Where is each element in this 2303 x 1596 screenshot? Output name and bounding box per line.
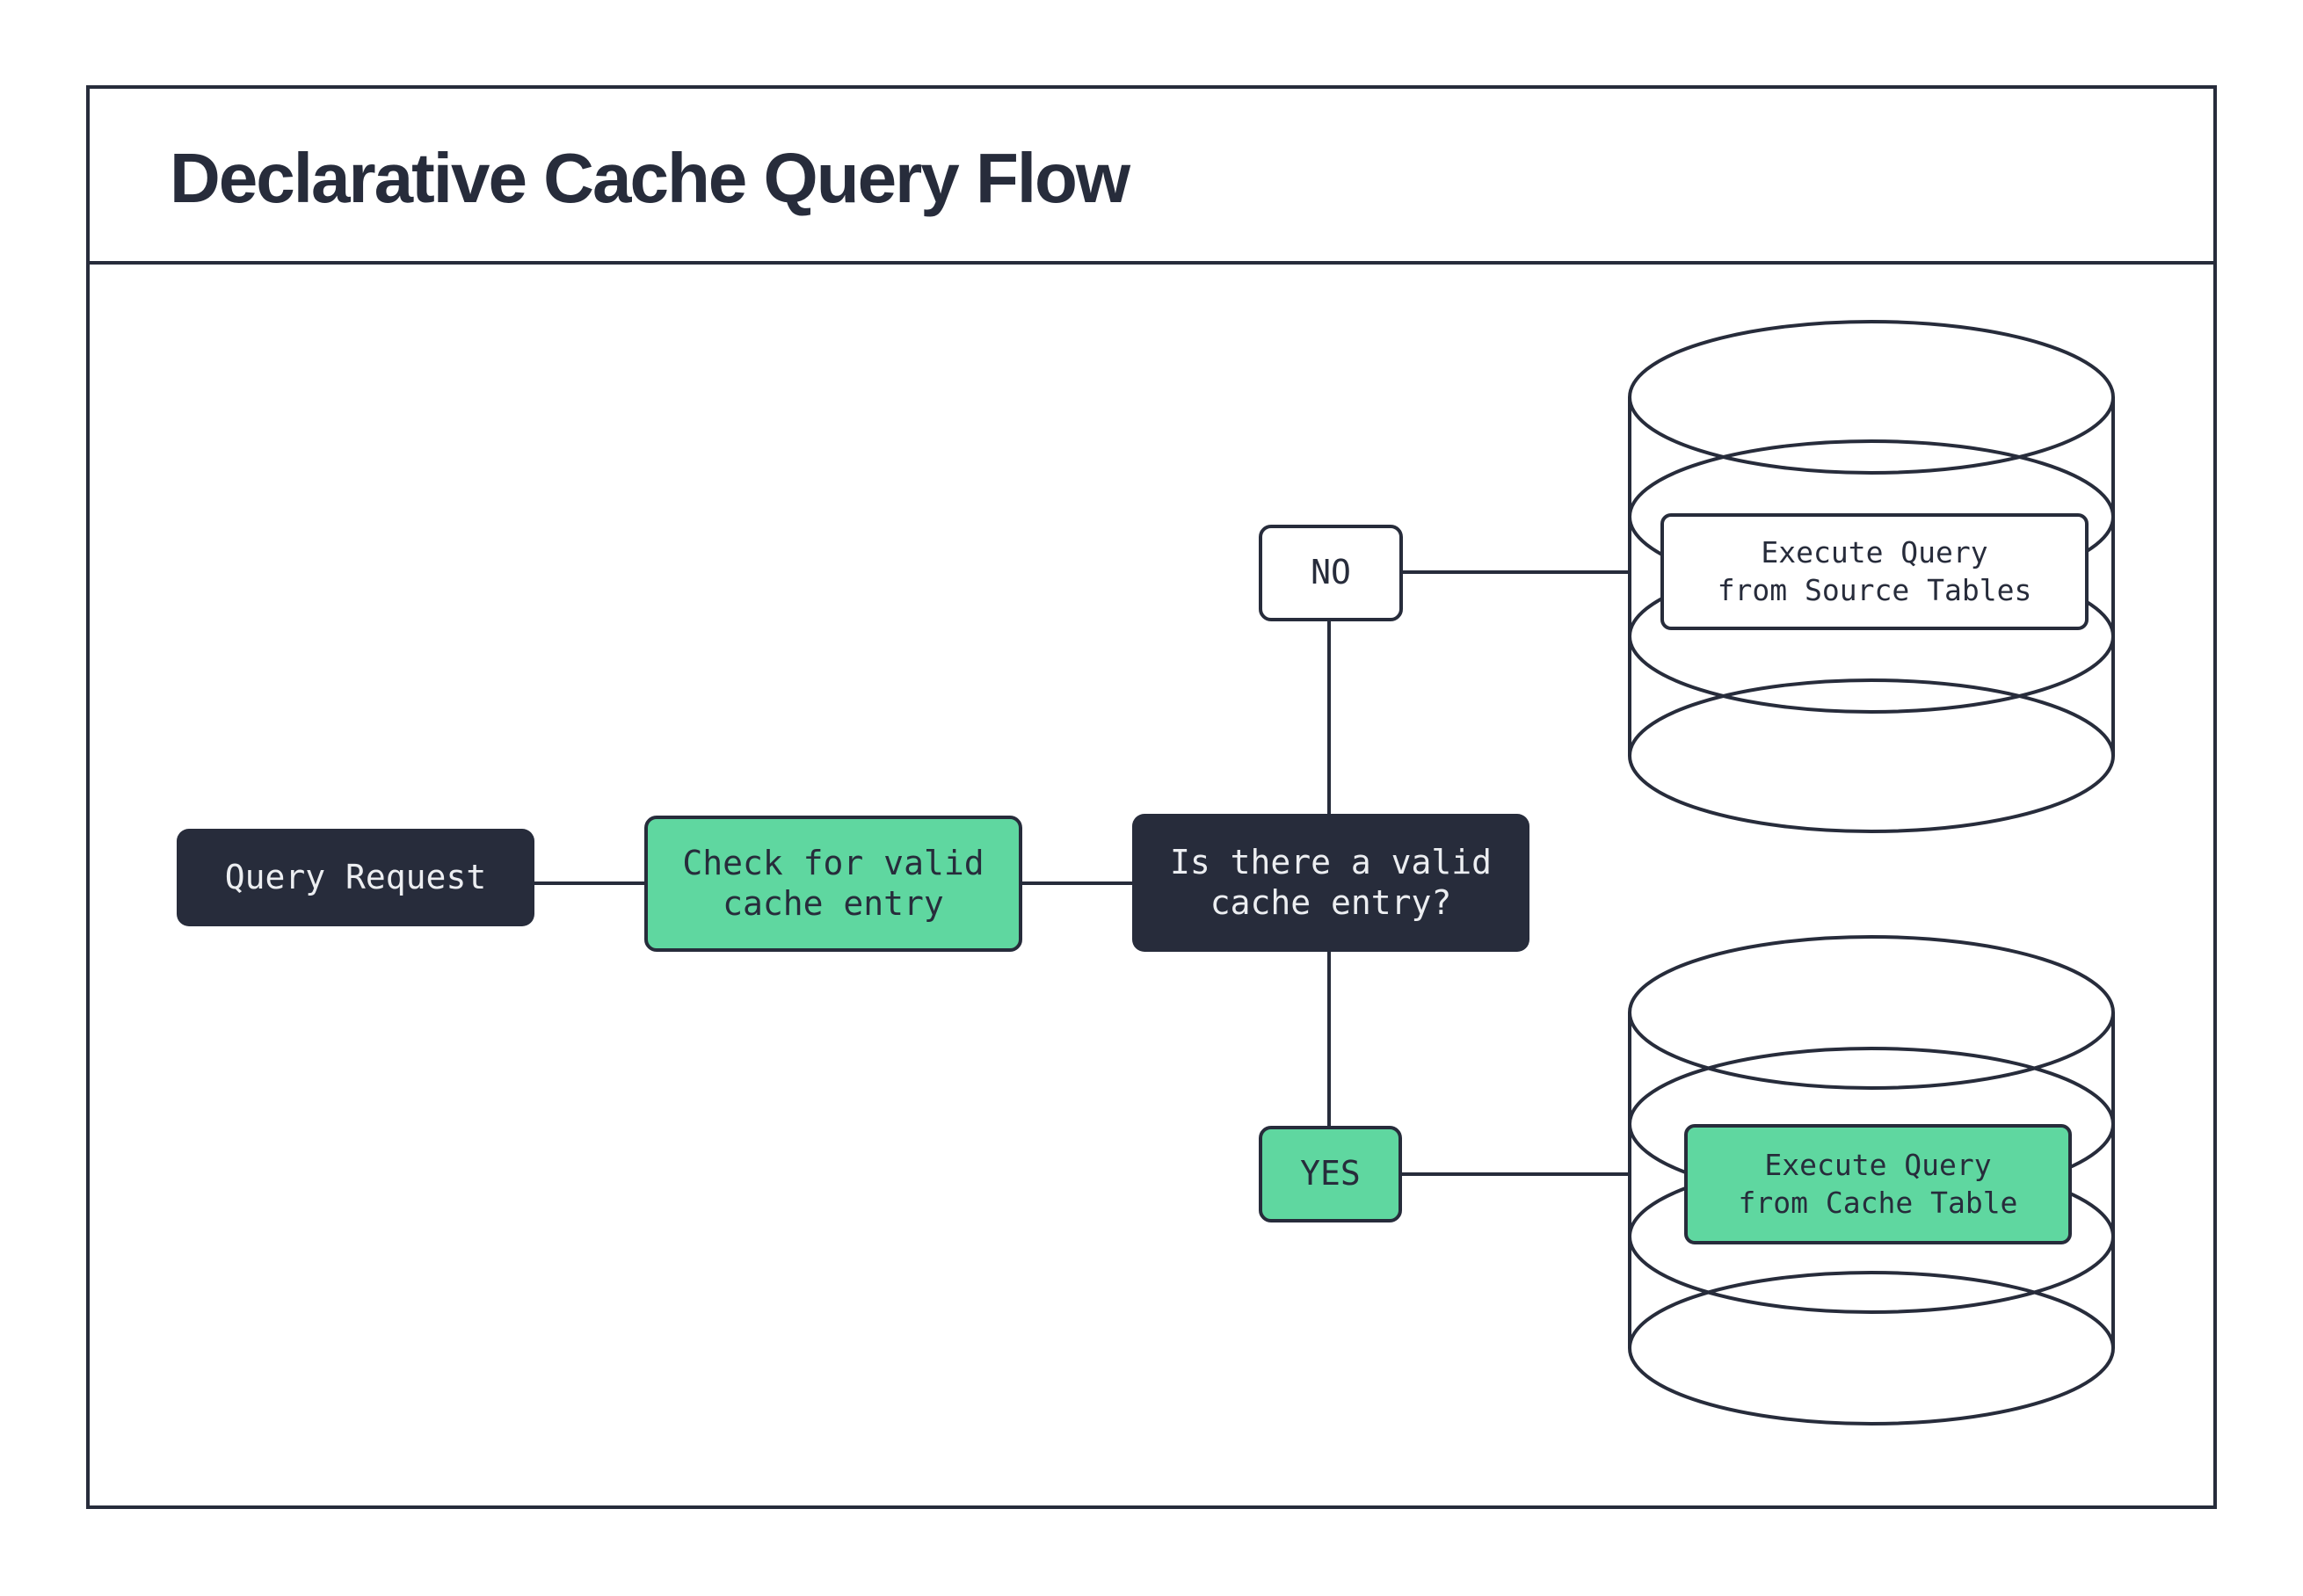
- node-query-request-label: Query Request: [224, 857, 487, 896]
- connector-no-to-source-db: [1401, 570, 1631, 574]
- connector-query-to-check: [534, 881, 644, 885]
- node-decision-valid-cache: Is there a valid cache entry?: [1132, 814, 1529, 952]
- node-check-cache-line1: Check for valid: [682, 843, 984, 882]
- node-execute-source-tables: Execute Query from Source Tables: [1660, 513, 2089, 630]
- node-check-cache-line2: cache entry: [723, 883, 944, 923]
- node-execute-source-line2: from Source Tables: [1717, 572, 2032, 607]
- page-title: Declarative Cache Query Flow: [170, 139, 1130, 217]
- connector-decision-to-no: [1327, 620, 1331, 814]
- node-query-request: Query Request: [177, 829, 534, 926]
- node-execute-cache-line2: from Cache Table: [1738, 1185, 2018, 1220]
- node-decision-line1: Is there a valid: [1169, 842, 1493, 881]
- node-execute-source-line1: Execute Query: [1761, 534, 1988, 569]
- node-branch-yes: YES: [1259, 1126, 1402, 1222]
- node-execute-cache-line1: Execute Query: [1764, 1147, 1992, 1182]
- node-branch-yes-label: YES: [1300, 1154, 1361, 1193]
- node-check-cache: Check for valid cache entry: [644, 816, 1022, 952]
- connector-check-to-decision: [1022, 881, 1132, 885]
- node-branch-no-label: NO: [1311, 553, 1351, 592]
- title-bar: Declarative Cache Query Flow: [90, 89, 2213, 265]
- connector-yes-to-cache-db: [1400, 1172, 1631, 1176]
- node-decision-line2: cache entry?: [1210, 882, 1452, 922]
- node-branch-no: NO: [1259, 525, 1403, 621]
- node-execute-cache-table: Execute Query from Cache Table: [1684, 1124, 2072, 1244]
- connector-decision-to-yes: [1327, 952, 1331, 1127]
